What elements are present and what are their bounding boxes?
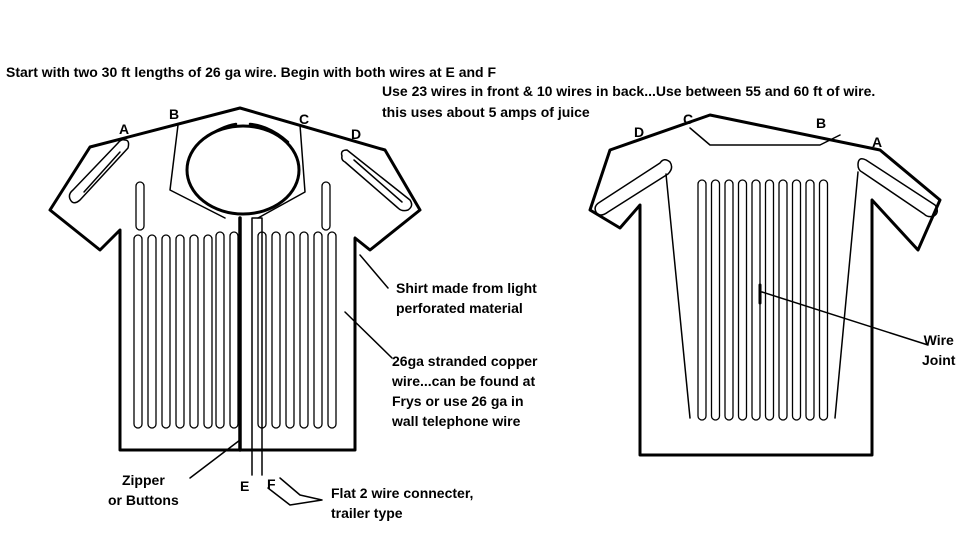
front-left-sleeve-coil [68, 139, 130, 204]
callout-shirt-material: Shirt made from light perforated materia… [396, 278, 537, 318]
front-collar-wire [203, 122, 290, 144]
front-right-loop [257, 231, 267, 429]
front-left-loop [147, 234, 157, 429]
back-point-c: C [683, 111, 694, 127]
leader-wire [344, 311, 393, 359]
front-left-inner-loop [229, 231, 239, 429]
front-left-loop [189, 234, 199, 429]
front-heating-loops [133, 181, 337, 429]
header-line-1: Start with two 30 ft lengths of 26 ga wi… [6, 64, 497, 80]
front-left-loop [161, 234, 171, 429]
callout-shirt-line-2: perforated material [396, 300, 523, 316]
back-loop [737, 179, 748, 421]
front-right-loop [271, 231, 281, 429]
front-point-b: B [169, 106, 180, 122]
callout-wire-line-4: wall telephone wire [392, 413, 521, 429]
front-lead-wires [251, 217, 263, 476]
front-right-sleeve-coil [340, 149, 413, 212]
front-point-d: D [351, 126, 362, 142]
front-left-sleeve-coil-inner [83, 151, 121, 193]
back-shirt-outline [588, 113, 942, 457]
back-loop [764, 179, 775, 421]
back-loop [791, 179, 802, 421]
back-loop [724, 179, 734, 421]
back-body-wires [665, 171, 859, 419]
front-left-inner-loop [215, 231, 225, 429]
callout-joint-line-1: Wire [923, 332, 954, 348]
front-point-f: F [267, 476, 276, 492]
callout-joint-line-2: Joint [922, 352, 956, 368]
back-point-b: B [816, 115, 827, 131]
front-collar [185, 124, 301, 216]
callout-wire-line-3: Frys or use 26 ga in [392, 393, 524, 409]
leader-joint [761, 291, 929, 346]
callout-zipper: Zipper or Buttons [108, 470, 179, 510]
header-line-2: Use 23 wires in front & 10 wires in back… [382, 83, 876, 99]
back-loop [818, 179, 829, 421]
front-side-loop [135, 181, 145, 231]
front-shirt [48, 106, 422, 452]
front-right-loop [313, 231, 323, 429]
front-point-e: E [240, 478, 250, 494]
callout-zipper-line-1: Zipper [121, 472, 165, 488]
back-neck-line [689, 127, 841, 146]
leader-zipper [189, 439, 241, 479]
back-loop [697, 179, 707, 421]
callout-connector: Flat 2 wire connecter, trailer type [331, 483, 473, 523]
front-right-loop [327, 231, 337, 429]
front-left-loop [133, 234, 143, 429]
front-right-sleeve-coil-inner [353, 159, 403, 203]
front-right-loop [285, 231, 295, 429]
back-left-sleeve-coil [594, 159, 673, 216]
callout-zipper-line-2: or Buttons [108, 492, 179, 508]
front-point-a: A [119, 121, 130, 137]
callout-connector-line-2: trailer type [331, 505, 403, 521]
callout-connector-line-1: Flat 2 wire connecter, [331, 485, 474, 501]
back-point-a: A [872, 134, 883, 150]
leader-shirt [359, 254, 389, 289]
callout-shirt-line-1: Shirt made from light [396, 280, 537, 296]
back-loop [805, 179, 815, 421]
back-loop [778, 179, 788, 421]
back-loop [751, 179, 761, 421]
front-side-loop [321, 181, 331, 231]
back-right-sleeve-coil [857, 158, 938, 218]
front-left-loop [175, 234, 185, 429]
callout-wire-joint: Wire Joint [922, 330, 955, 370]
front-shoulder-wires [169, 124, 306, 219]
callout-copper-wire: 26ga stranded copper wire...can be found… [392, 351, 538, 431]
callout-wire-line-1: 26ga stranded copper [392, 353, 538, 369]
front-right-loop [299, 231, 309, 429]
callout-wire-line-2: wire...can be found at [392, 373, 536, 389]
leader-connector [267, 477, 323, 506]
back-loop [710, 179, 721, 421]
front-point-c: C [299, 111, 310, 127]
header-line-3: this uses about 5 amps of juice [382, 104, 590, 120]
front-left-loop [203, 234, 213, 429]
front-shirt-outline [48, 106, 422, 452]
back-point-d: D [634, 124, 645, 140]
back-heating-loops [697, 179, 829, 421]
